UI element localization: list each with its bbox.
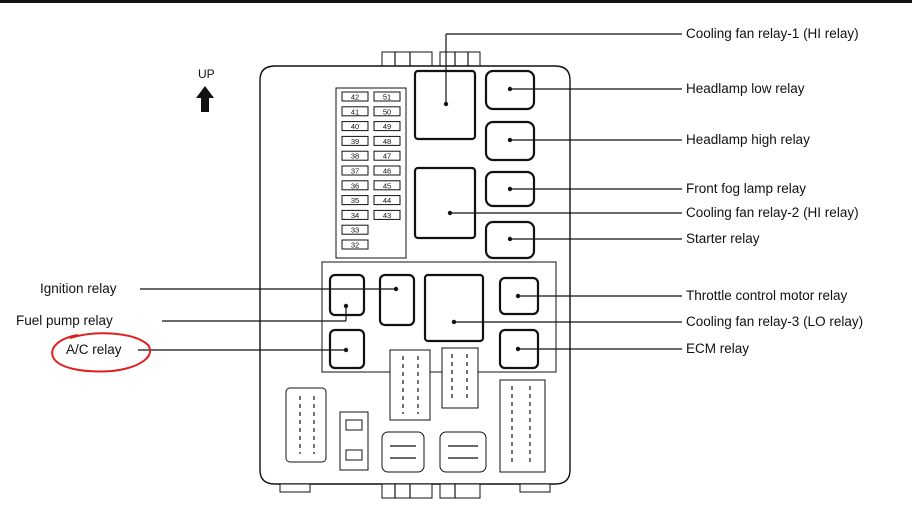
fuse-number: 33 (351, 226, 359, 235)
fuse-slot (341, 224, 369, 235)
fuse-slot (373, 135, 401, 146)
fuse-number: 46 (383, 167, 391, 176)
fuse-slot (341, 91, 369, 102)
leader-lines-right (443, 33, 682, 352)
fuse-slot (373, 106, 401, 117)
fuse-number: 49 (383, 122, 391, 131)
fuse-number: 44 (383, 196, 391, 205)
fuse-slot (373, 209, 401, 220)
fuse-number: 39 (351, 137, 359, 146)
fuse-slot (341, 180, 369, 191)
fuse-number: 51 (383, 93, 391, 102)
fuse-number: 45 (383, 181, 391, 190)
fuse-number: 42 (351, 93, 359, 102)
label-ecm-relay: ECM relay (686, 341, 749, 356)
top-connector (381, 51, 481, 67)
connector-group (285, 347, 546, 473)
fuse-slot (341, 106, 369, 117)
fuse-slot (373, 195, 401, 206)
up-arrow-icon (196, 86, 214, 112)
fuse-slot (341, 195, 369, 206)
fuse-slot (373, 165, 401, 176)
fuse-slot (341, 239, 369, 250)
fuse-slot (373, 150, 401, 161)
label-ac-relay: A/C relay (66, 342, 122, 357)
label-fuel-pump-relay: Fuel pump relay (16, 313, 113, 328)
fuse-number: 47 (383, 152, 391, 161)
ignition-relay (378, 273, 416, 327)
fuse-slot (373, 180, 401, 191)
fuse-number: 50 (383, 107, 391, 116)
fuse-number: 43 (383, 211, 391, 220)
label-headlamp-high-relay: Headlamp high relay (686, 132, 810, 147)
label-cooling-fan-relay-1: Cooling fan relay-1 (HI relay) (686, 26, 859, 41)
fuse-number: 41 (351, 107, 359, 116)
fuse-cells: 42 41 40 39 38 37 36 35 34 33 32 51 50 49 48 47 46 45 44 43 (341, 91, 401, 250)
label-cooling-fan-relay-2: Cooling fan relay-2 (HI relay) (686, 205, 859, 220)
fuse-number: 35 (351, 196, 359, 205)
top-border (0, 0, 912, 3)
fuse-slot (373, 91, 401, 102)
fuse-slot (341, 209, 369, 220)
cooling-fan-relay-2 (413, 166, 477, 240)
fuse-number: 32 (351, 241, 359, 250)
up-label: UP (198, 67, 215, 81)
fuse-slot (341, 165, 369, 176)
fuse-number: 34 (351, 211, 359, 220)
fuse-number: 40 (351, 122, 359, 131)
fuse-number: 37 (351, 167, 359, 176)
label-headlamp-low-relay: Headlamp low relay (686, 81, 805, 96)
bottom-connector (279, 483, 551, 499)
fuse-number: 48 (383, 137, 391, 146)
cooling-fan-relay-3 (423, 273, 485, 343)
label-throttle-control-motor-relay: Throttle control motor relay (686, 288, 848, 303)
fuse-slot (373, 121, 401, 132)
fuse-number: 36 (351, 181, 359, 190)
leader-lines-left (138, 286, 399, 353)
label-cooling-fan-relay-3: Cooling fan relay-3 (LO relay) (686, 314, 863, 329)
fuse-slot (341, 150, 369, 161)
ac-relay-annotation-circle (51, 332, 151, 373)
fuse-slot (341, 121, 369, 132)
label-front-fog-lamp-relay: Front fog lamp relay (686, 181, 806, 196)
fuse-number: 38 (351, 152, 359, 161)
fuse-slot (341, 135, 369, 146)
label-starter-relay: Starter relay (686, 231, 760, 246)
label-ignition-relay: Ignition relay (40, 281, 117, 296)
fuel-pump-relay (328, 273, 366, 317)
